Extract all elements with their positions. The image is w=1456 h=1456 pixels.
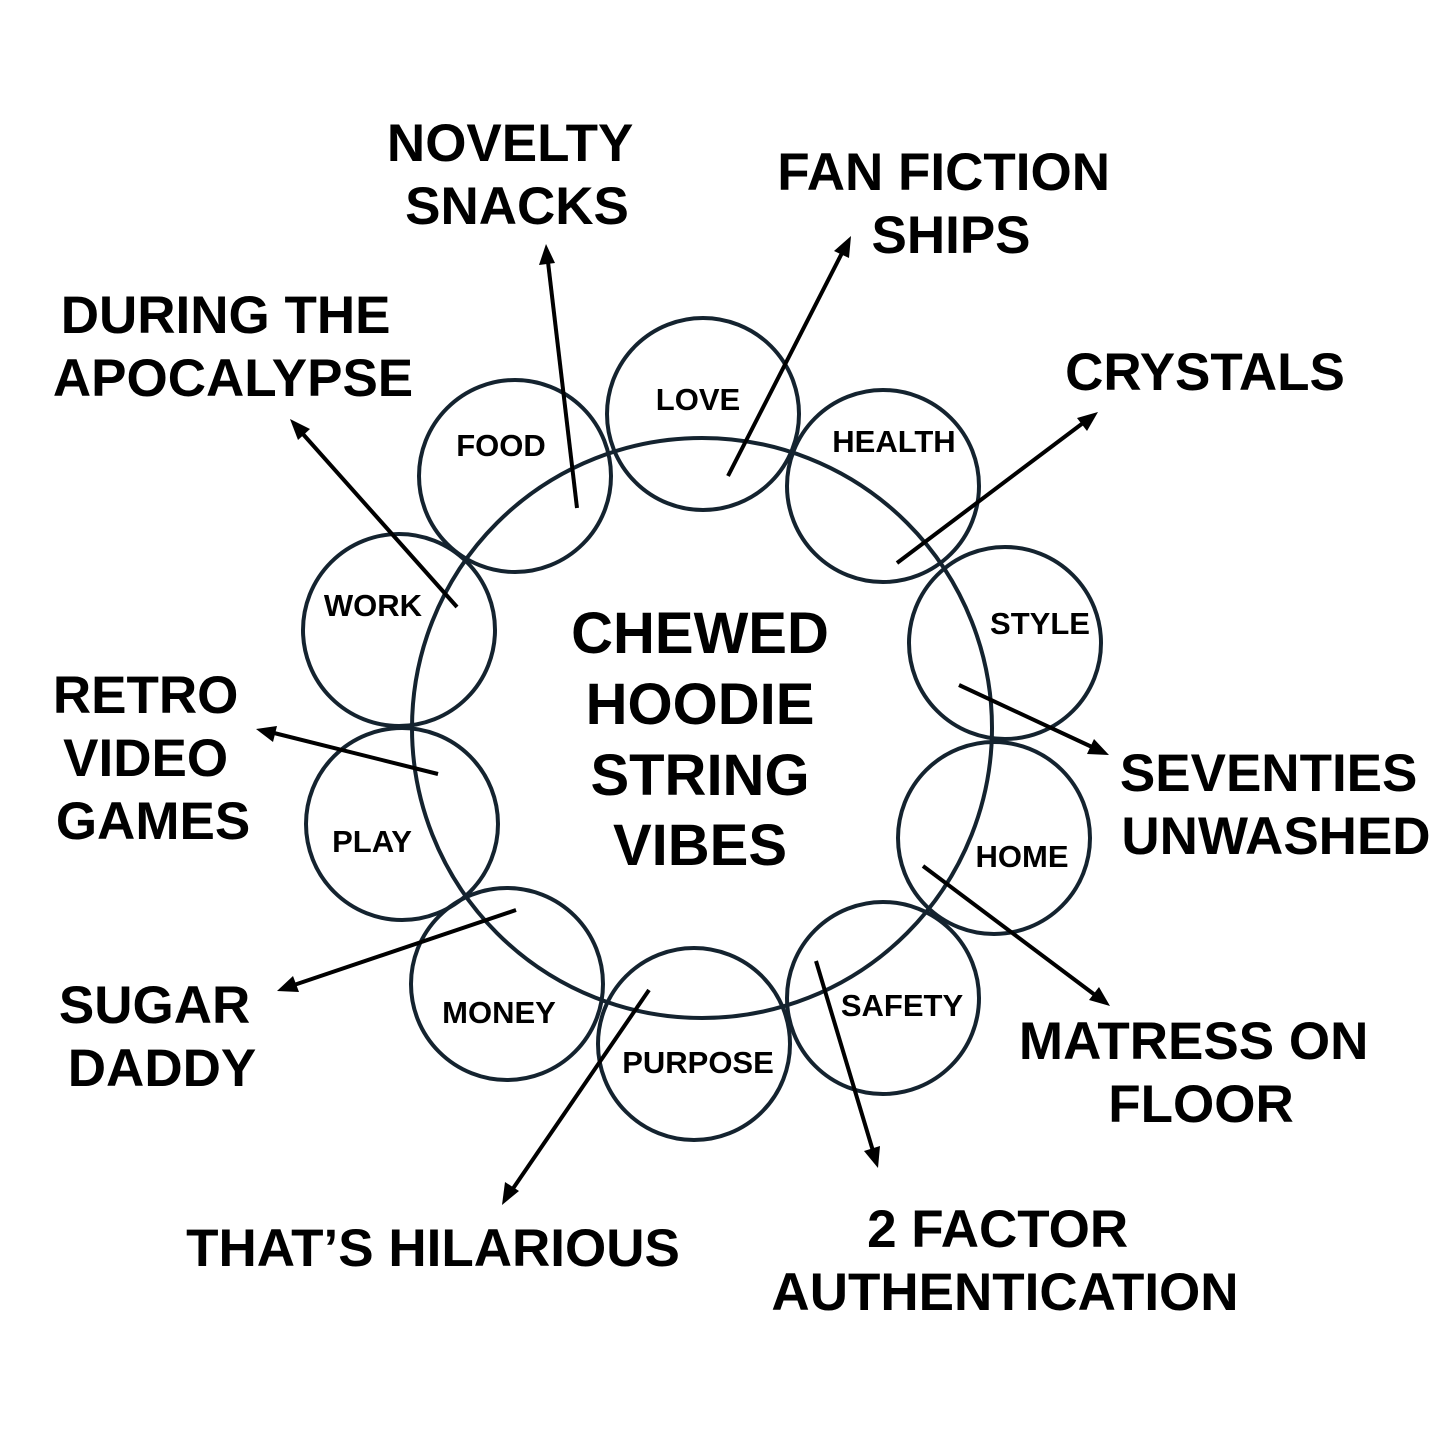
arrow-matress-on-floor bbox=[921, 864, 1110, 1006]
segment-label-home: HOME bbox=[976, 839, 1069, 874]
arrow-seventies-unwashed bbox=[958, 683, 1109, 755]
segment-labels: LOVE HEALTH STYLE HOME SAFETY PURPOSE MO… bbox=[324, 382, 1090, 1080]
segment-label-work: WORK bbox=[324, 588, 423, 623]
center-title-line: VIBES bbox=[613, 813, 787, 878]
segment-circle-play bbox=[304, 726, 500, 922]
center-title-line: STRING bbox=[590, 743, 809, 808]
annotation-novelty-snacks: NOVELTY SNACKS bbox=[387, 114, 647, 236]
arrow-sugar-daddy bbox=[277, 908, 517, 992]
segment-circle-style bbox=[907, 545, 1103, 741]
center-title: CHEWED HOODIE STRING VIBES bbox=[571, 601, 829, 878]
annotation-fan-fiction-ships: FAN FICTION SHIPS bbox=[777, 143, 1124, 265]
annotation-matress-on-floor: MATRESS ON FLOOR bbox=[1019, 1012, 1383, 1134]
annotation-crystals: CRYSTALS bbox=[1065, 343, 1345, 402]
segment-circle-money bbox=[409, 886, 605, 1082]
segment-circle-purpose bbox=[596, 946, 792, 1142]
annotation-retro-video-games: RETRO VIDEO GAMES bbox=[53, 666, 253, 851]
segment-label-health: HEALTH bbox=[832, 424, 955, 459]
segment-circle-health bbox=[785, 388, 981, 584]
annotation-thats-hilarious: THAT’S HILARIOUS bbox=[186, 1219, 680, 1278]
arrows bbox=[256, 236, 1110, 1205]
arrow-during-the-apocalypse bbox=[290, 419, 459, 609]
segment-label-love: LOVE bbox=[656, 382, 740, 417]
segment-label-purpose: PURPOSE bbox=[622, 1045, 774, 1080]
annotation-seventies-unwashed: SEVENTIES UNWASHED bbox=[1120, 744, 1432, 866]
segment-label-safety: SAFETY bbox=[841, 988, 964, 1023]
arrow-crystals bbox=[895, 412, 1098, 565]
annotation-during-the-apocalypse: DURING THE APOCALYPSE bbox=[53, 286, 413, 408]
annotation-sugar-daddy: SUGAR DADDY bbox=[59, 976, 265, 1098]
annotation-labels: NOVELTY SNACKS FAN FICTION SHIPS CRYSTAL… bbox=[53, 114, 1432, 1322]
segment-circle-home bbox=[896, 740, 1092, 936]
segment-circles bbox=[301, 316, 1103, 1142]
segment-label-play: PLAY bbox=[332, 824, 412, 859]
segment-label-money: MONEY bbox=[442, 995, 556, 1030]
arrow-novelty-snacks bbox=[539, 244, 579, 509]
center-title-line: HOODIE bbox=[586, 672, 815, 737]
arrow-thats-hilarious bbox=[502, 988, 651, 1205]
segment-circle-safety bbox=[785, 900, 981, 1096]
arrow-two-factor-authentication bbox=[814, 960, 880, 1168]
arrow-retro-video-games bbox=[256, 726, 439, 776]
segment-label-food: FOOD bbox=[456, 428, 546, 463]
segment-circle-food bbox=[417, 378, 613, 574]
annotation-two-factor-authentication: 2 FACTOR AUTHENTICATION bbox=[771, 1200, 1238, 1322]
center-title-line: CHEWED bbox=[571, 601, 829, 666]
arrow-fan-fiction-ships bbox=[726, 236, 851, 477]
segment-label-style: STYLE bbox=[990, 606, 1090, 641]
segment-circle-love bbox=[605, 316, 801, 512]
segment-circle-work bbox=[301, 532, 497, 728]
